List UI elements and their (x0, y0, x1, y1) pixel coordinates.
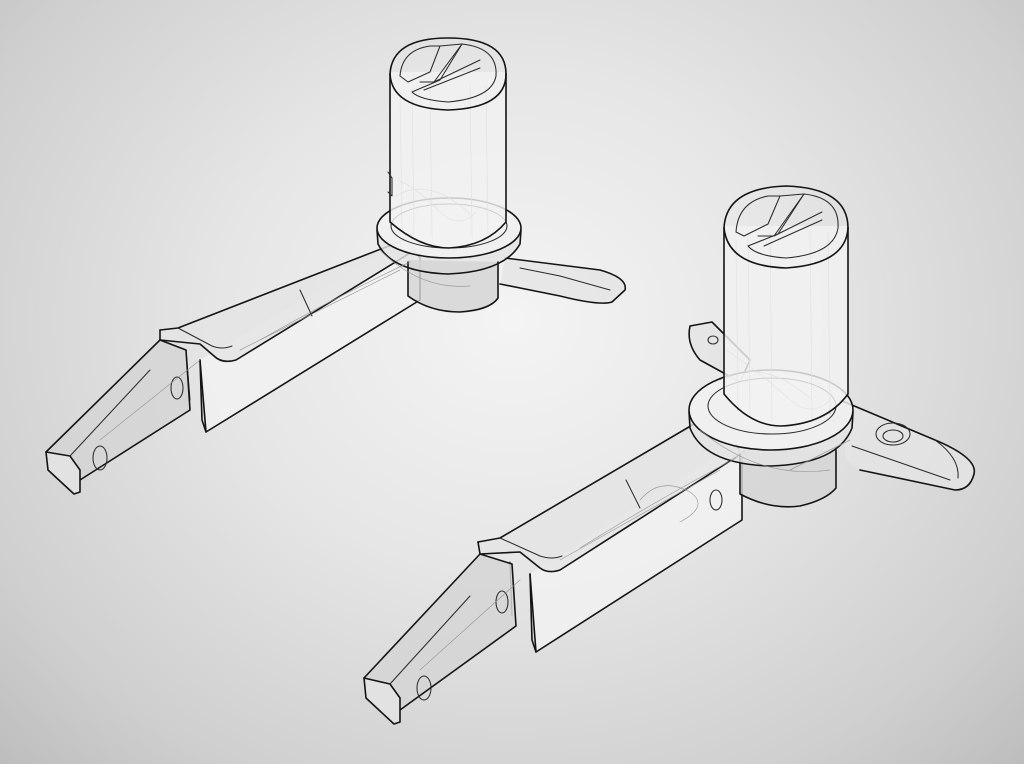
foot-tip-front (363, 553, 517, 725)
leg-arm-front (477, 423, 745, 653)
foot-tip-back (45, 339, 191, 495)
tube-front (723, 185, 849, 427)
stand-leg-front (363, 185, 976, 725)
leg-arm-back (159, 239, 421, 433)
side-tab-back (499, 257, 627, 304)
hole-icon (875, 422, 911, 446)
hole-icon (416, 675, 432, 701)
hole-icon (92, 445, 108, 471)
hole-icon (707, 335, 719, 345)
hole-icon (170, 376, 184, 400)
hole-icon (709, 489, 723, 511)
side-tab-front (839, 399, 976, 491)
tube-back (387, 37, 507, 249)
stand-leg-back (45, 37, 627, 495)
